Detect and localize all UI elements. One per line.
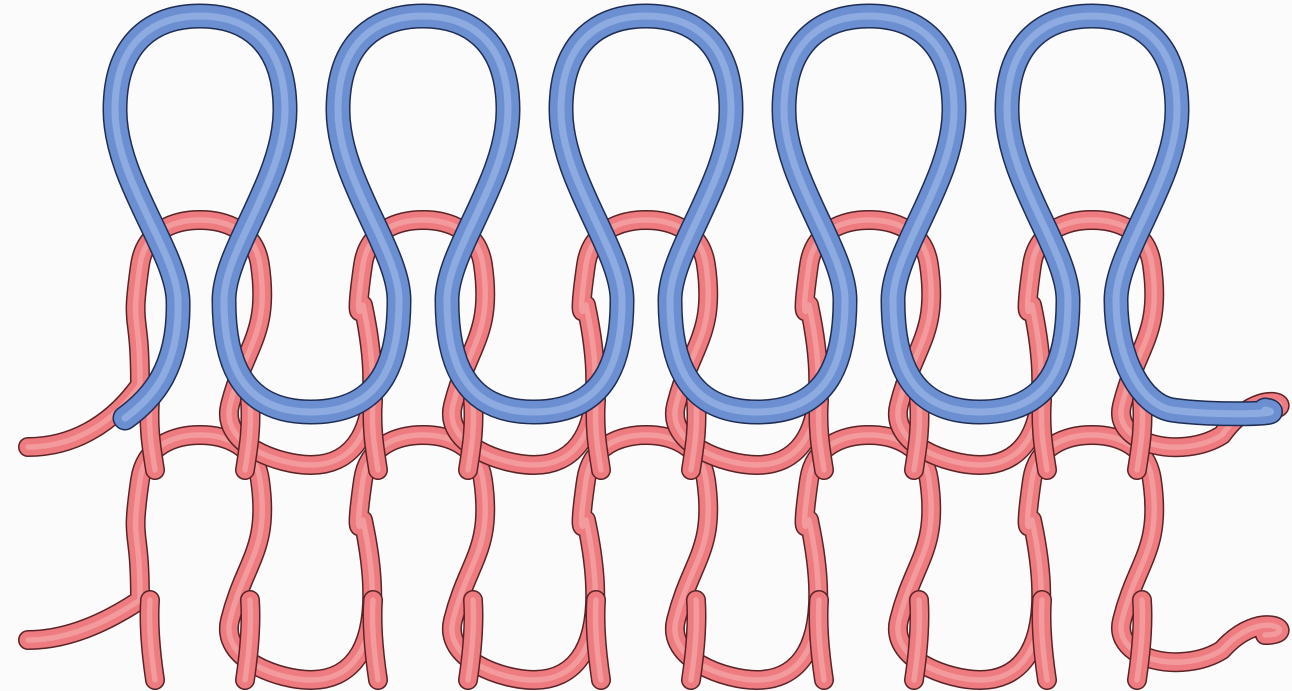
lower-course-body [28,435,1280,680]
lower-course-outline [28,435,1280,680]
lower-course-body [149,600,1142,680]
lower-course-highlight [28,435,1280,680]
lower-course-yarn [28,435,1280,680]
lower-course-highlight [149,600,1142,680]
lower-course-outline [149,600,1142,680]
